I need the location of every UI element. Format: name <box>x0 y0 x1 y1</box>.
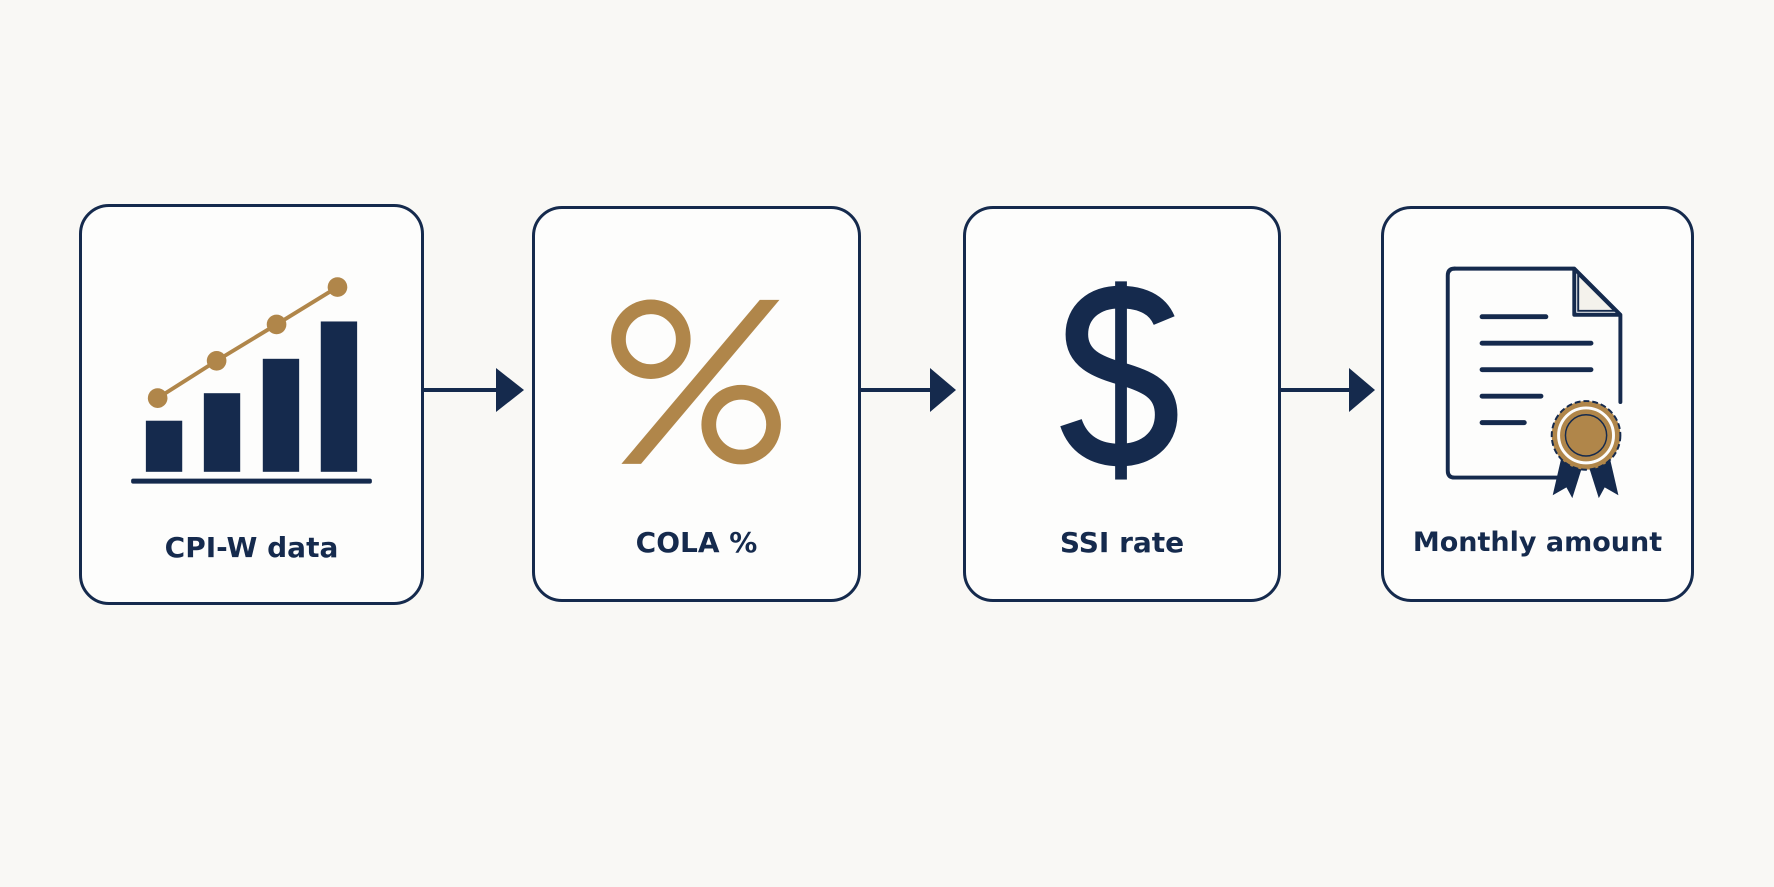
step-card-cpi-w-data: CPI-W data <box>79 204 424 605</box>
step-label: Monthly amount <box>1412 527 1663 558</box>
trend-line <box>155 285 340 401</box>
chart-bar <box>145 420 183 472</box>
trend-point <box>147 388 168 408</box>
chart-baseline <box>131 478 372 484</box>
trend-point <box>206 350 227 371</box>
trend-point <box>327 277 348 297</box>
certificate-document-icon <box>1445 266 1623 499</box>
step-card-monthly-amount: Monthly amount <box>1381 206 1694 602</box>
bar-chart-trend-icon <box>131 277 372 484</box>
chart-bar <box>262 358 300 472</box>
step-card-cola-percent: COLA % <box>532 206 861 602</box>
arrow-right-icon <box>424 368 524 412</box>
step-label: SSI rate <box>1059 526 1185 559</box>
arrow-right-icon <box>1281 368 1375 412</box>
step-label: CPI-W data <box>164 531 339 564</box>
chart-bar <box>203 393 241 472</box>
trend-point <box>266 314 287 335</box>
step-card-ssi-rate: SSI rate <box>963 206 1281 602</box>
percent-icon <box>611 299 781 465</box>
chart-bar <box>320 321 358 472</box>
arrow-right-icon <box>861 368 956 412</box>
step-label: COLA % <box>635 526 758 559</box>
dollar-icon <box>1060 281 1178 480</box>
